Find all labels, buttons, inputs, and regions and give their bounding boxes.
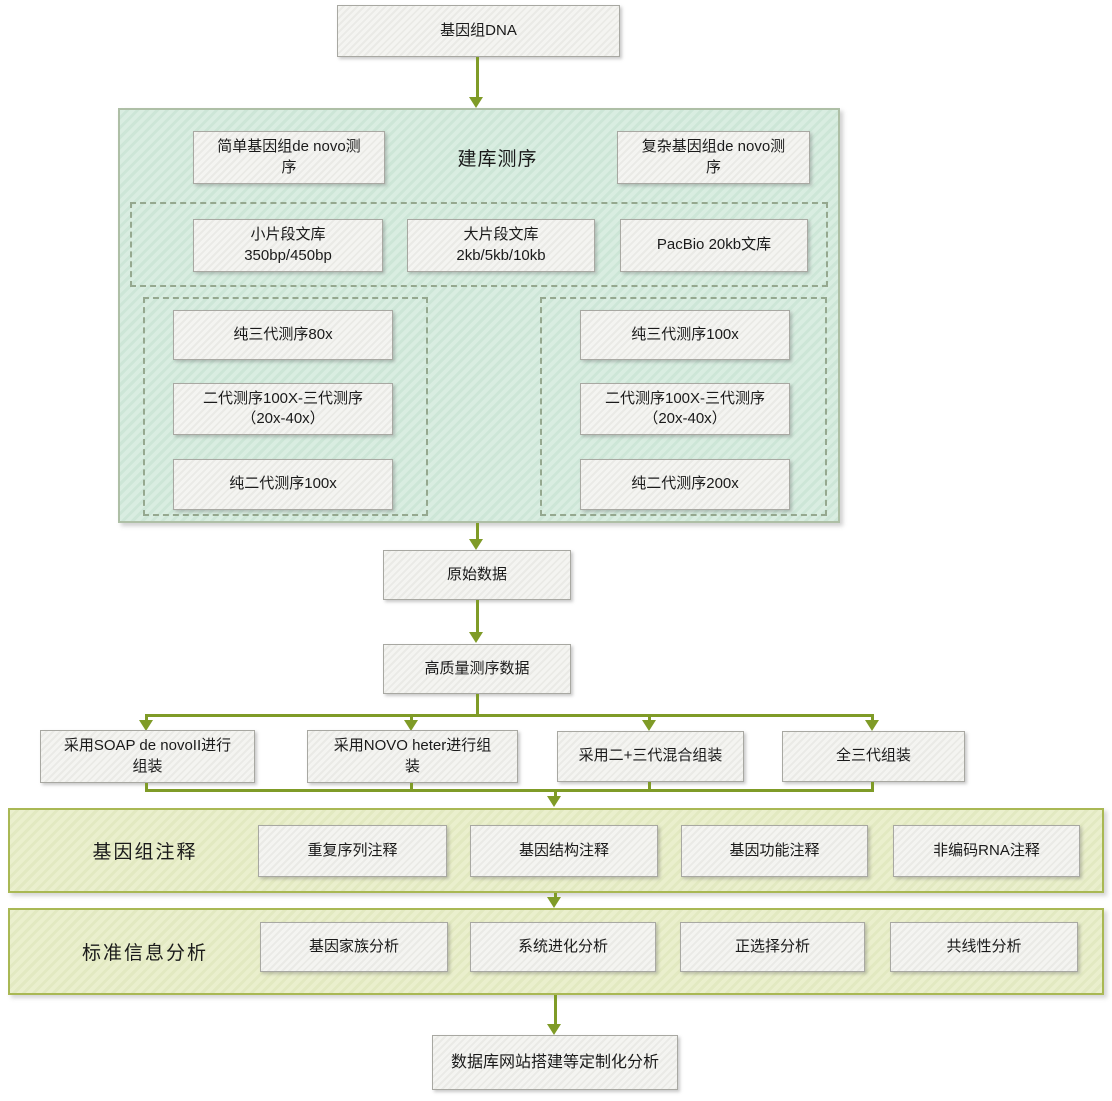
node-repeat-annotation: 重复序列注释 <box>258 825 447 877</box>
arrow-down-icon <box>139 720 153 731</box>
node-assembly-novoheter: 采用NOVO heter进行组 装 <box>307 730 518 783</box>
band-label-standard-analysis: 标准信息分析 <box>81 943 208 964</box>
section-title-library-sequencing: 建库测序 <box>457 148 538 170</box>
node-simple-genome-denovo: 简单基因组de novo测 序 <box>193 131 385 184</box>
node-gene-structure-annotation: 基因结构注释 <box>470 825 658 877</box>
node-assembly-hybrid: 采用二+三代混合组装 <box>557 731 744 782</box>
connector-line <box>476 694 479 717</box>
connector-line <box>648 782 651 792</box>
connector-line <box>476 600 479 633</box>
node-hq-data: 高质量测序数据 <box>383 644 571 694</box>
group-libraries <box>130 202 828 287</box>
node-genome-dna: 基因组DNA <box>337 5 620 57</box>
node-small-insert-library: 小片段文库 350bp/450bp <box>193 219 383 272</box>
arrow-down-icon <box>547 796 561 807</box>
node-assembly-soap: 采用SOAP de novoII进行 组装 <box>40 730 255 783</box>
connector-line <box>145 783 148 792</box>
arrow-down-icon <box>404 720 418 731</box>
node-collinearity-analysis: 共线性分析 <box>890 922 1078 972</box>
arrow-down-icon <box>865 720 879 731</box>
node-complex-strategy-3: 纯二代测序200x <box>580 459 790 510</box>
node-phylogenetic-analysis: 系统进化分析 <box>470 922 656 972</box>
connector-line <box>145 789 874 792</box>
node-raw-data: 原始数据 <box>383 550 571 600</box>
group-simple-strategies <box>143 297 428 516</box>
node-complex-strategy-1: 纯三代测序100x <box>580 310 790 360</box>
arrow-down-icon <box>547 1024 561 1035</box>
node-simple-strategy-3: 纯二代测序100x <box>173 459 393 510</box>
node-gene-family-analysis: 基因家族分析 <box>260 922 448 972</box>
connector-line <box>145 714 874 717</box>
node-ncrna-annotation: 非编码RNA注释 <box>893 825 1080 877</box>
connector-line <box>145 714 148 722</box>
node-simple-strategy-2: 二代测序100X-三代测序 （20x-40x） <box>173 383 393 435</box>
connector-line <box>871 782 874 792</box>
arrow-down-icon <box>469 539 483 550</box>
connector-line <box>648 714 651 722</box>
connector-line <box>476 523 479 540</box>
connector-line <box>871 714 874 722</box>
node-complex-genome-denovo: 复杂基因组de novo测 序 <box>617 131 810 184</box>
node-large-insert-library: 大片段文库 2kb/5kb/10kb <box>407 219 595 272</box>
node-positive-selection-analysis: 正选择分析 <box>680 922 865 972</box>
arrow-down-icon <box>469 97 483 108</box>
group-complex-strategies <box>540 297 827 516</box>
node-custom-analysis: 数据库网站搭建等定制化分析 <box>432 1035 678 1090</box>
node-complex-strategy-2: 二代测序100X-三代测序 （20x-40x） <box>580 383 790 435</box>
arrow-down-icon <box>642 720 656 731</box>
connector-line <box>554 995 557 1026</box>
node-gene-function-annotation: 基因功能注释 <box>681 825 868 877</box>
connector-line <box>410 783 413 792</box>
connector-line <box>554 893 557 899</box>
connector-line <box>410 714 413 722</box>
arrow-down-icon <box>547 897 561 908</box>
arrow-down-icon <box>469 632 483 643</box>
node-pacbio-library: PacBio 20kb文库 <box>620 219 808 272</box>
band-label-genome-annotation: 基因组注释 <box>92 842 198 863</box>
connector-line <box>554 789 557 798</box>
node-assembly-pure3rd: 全三代组装 <box>782 731 965 782</box>
node-simple-strategy-1: 纯三代测序80x <box>173 310 393 360</box>
connector-line <box>476 57 479 98</box>
